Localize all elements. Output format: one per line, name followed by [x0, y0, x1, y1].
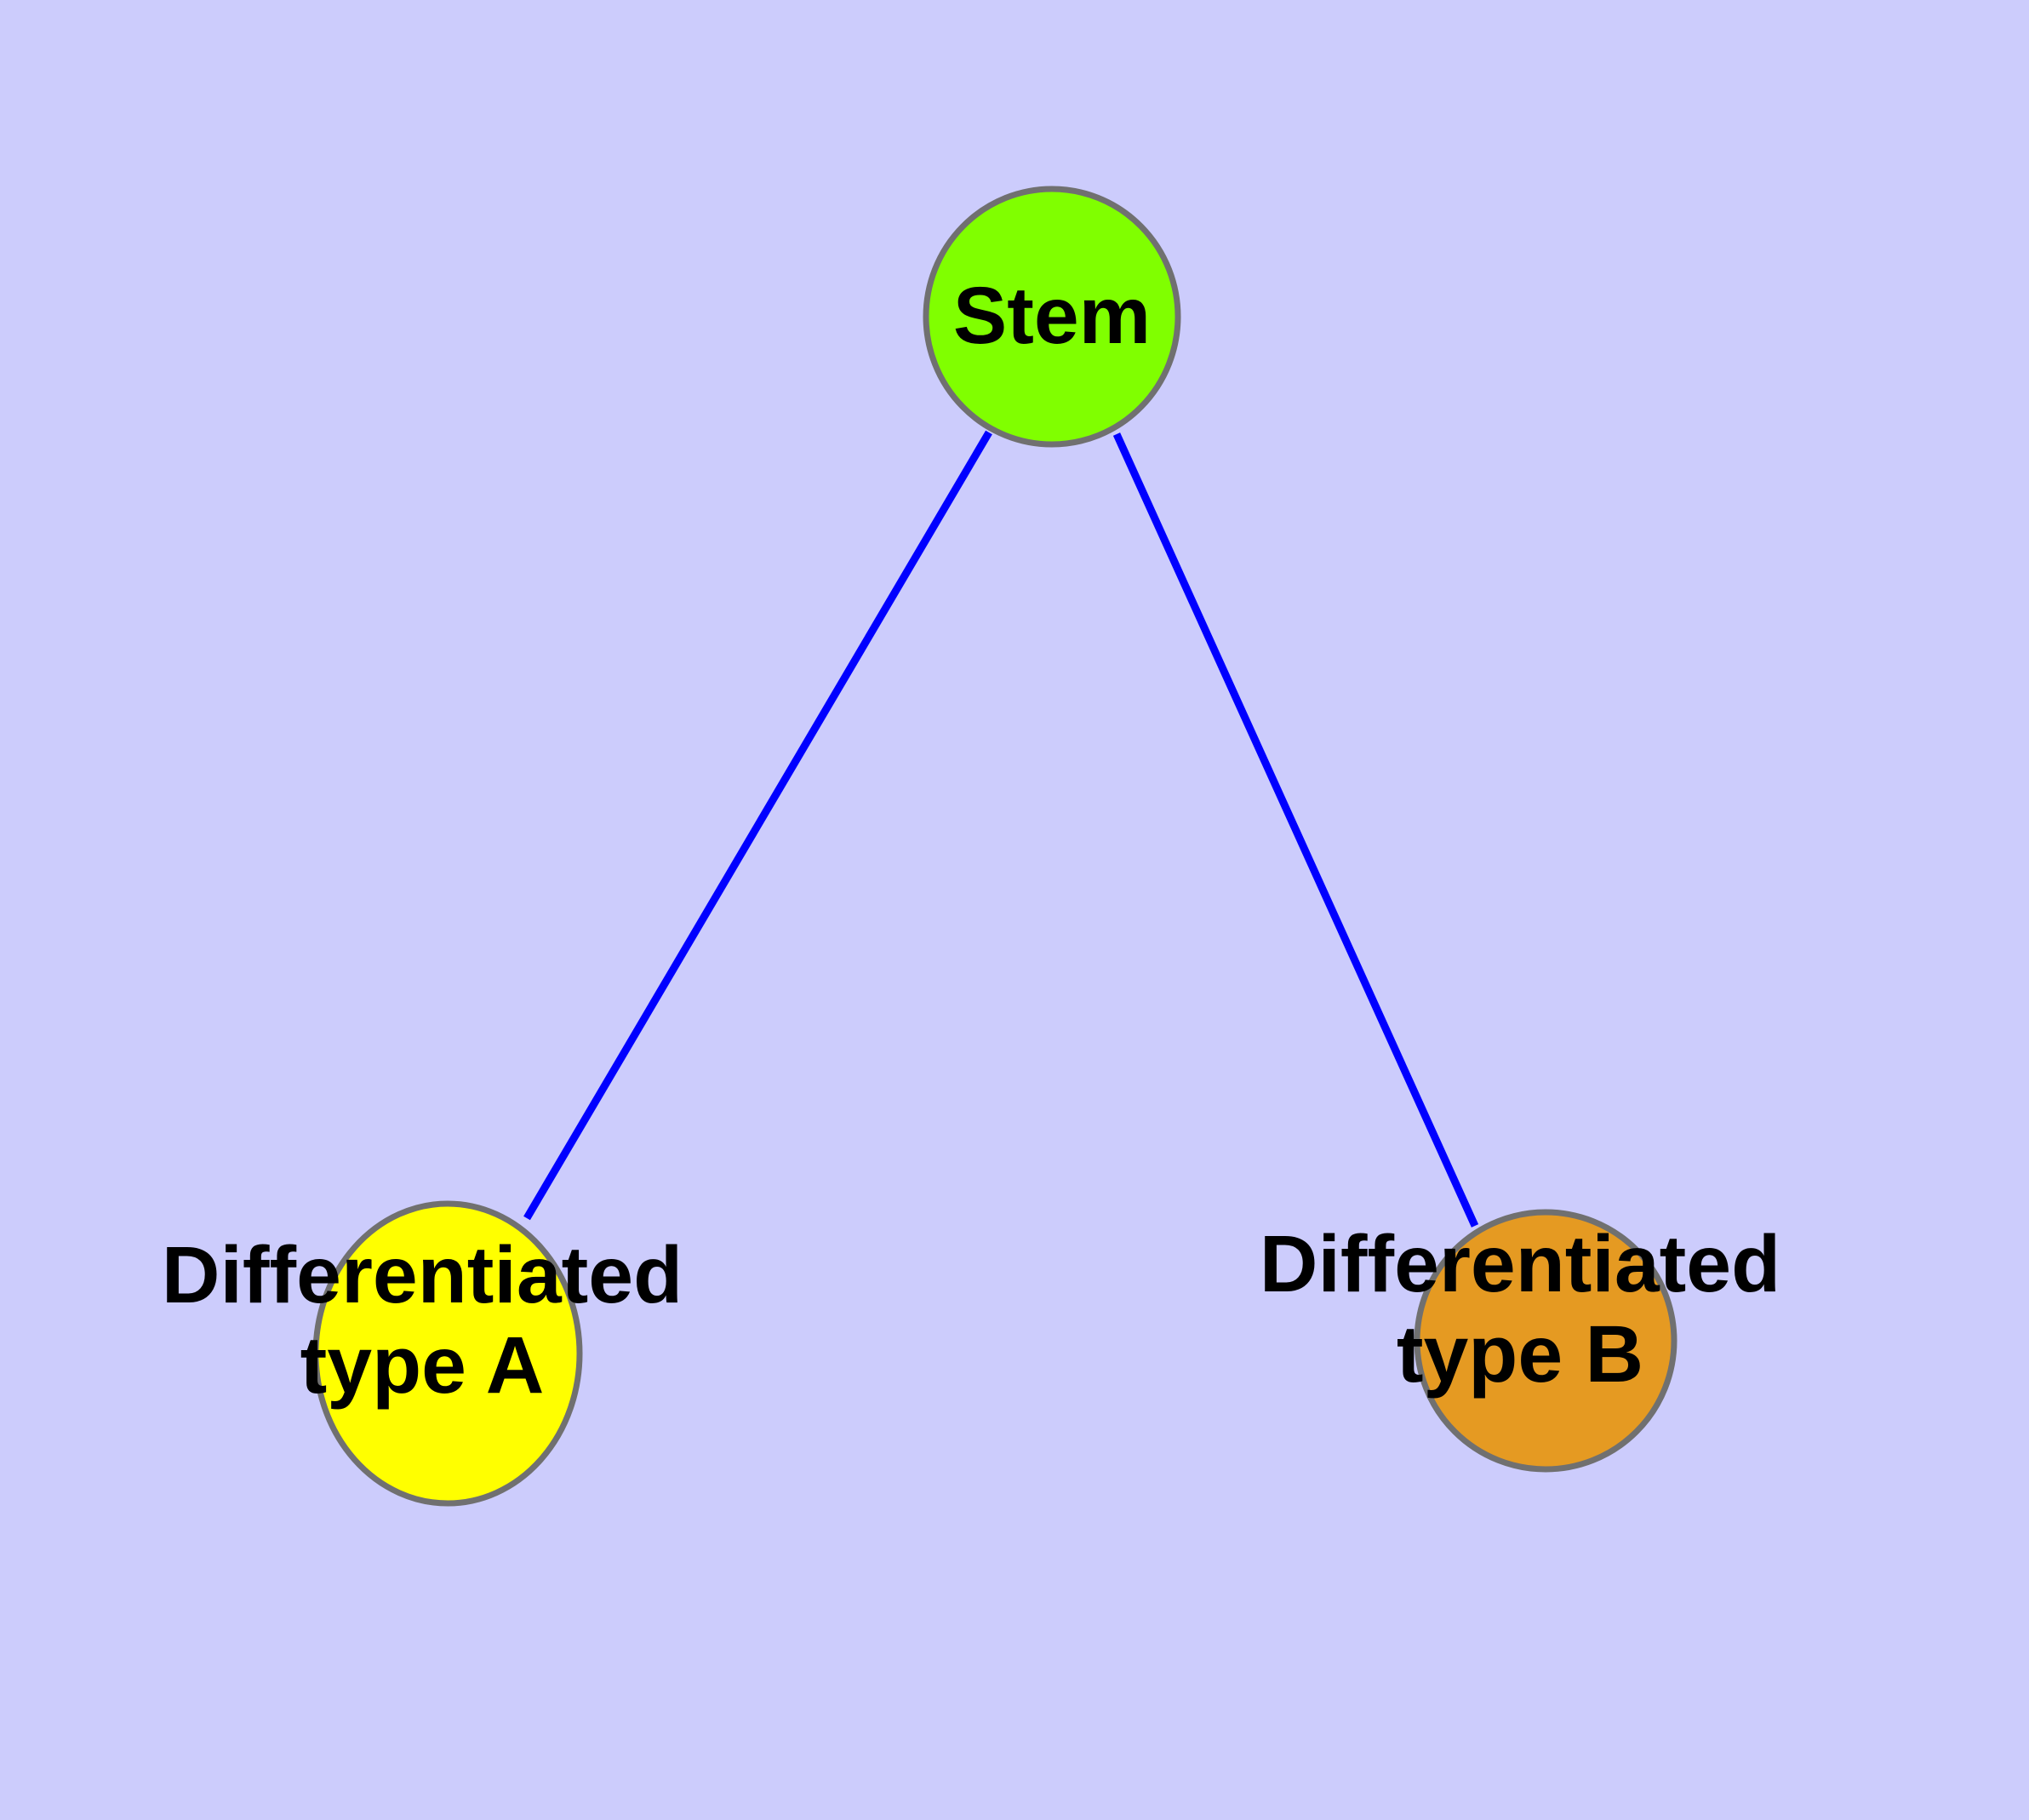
node-stem-label: Stem — [953, 271, 1151, 361]
node-label-line: Differentiated — [1260, 1219, 1780, 1309]
edge-layer — [523, 430, 1479, 1228]
node-diff-a-circle[interactable] — [312, 1200, 583, 1507]
node-stem-circle[interactable] — [923, 186, 1181, 448]
edge-stem-to-diff-b[interactable] — [1112, 432, 1479, 1228]
node-label-line: type A — [300, 1320, 545, 1411]
node-label-line: Stem — [953, 271, 1151, 361]
edge-stem-to-diff-a[interactable] — [523, 430, 992, 1221]
node-label-line: type B — [1397, 1309, 1643, 1399]
node-stem[interactable] — [923, 186, 1181, 448]
node-diff-a[interactable] — [312, 1200, 583, 1507]
node-label-line: Differentiated — [162, 1230, 683, 1320]
node-diff-b[interactable] — [1414, 1209, 1677, 1473]
node-diff-b-circle[interactable] — [1414, 1209, 1677, 1473]
node-layer — [312, 186, 1677, 1507]
